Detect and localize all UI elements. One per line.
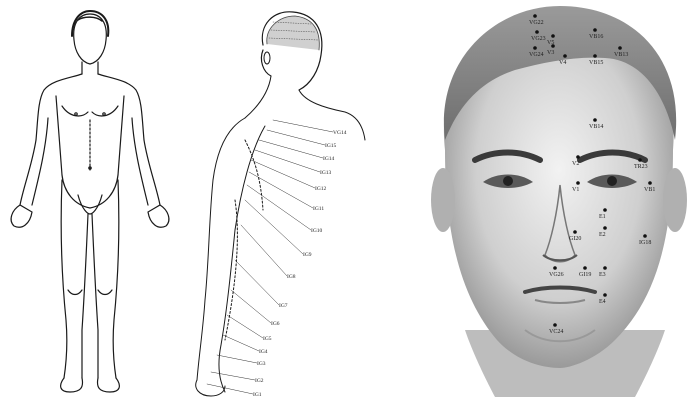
acupoint-marker	[535, 30, 539, 34]
front-body-figure	[0, 0, 175, 397]
acupoint-label: TR23	[634, 164, 648, 170]
arm-point-label: IG14	[323, 156, 335, 162]
acupoint-label: VG26	[549, 272, 564, 278]
acupoint-label: E3	[599, 272, 606, 278]
arm-point-label: IG12	[315, 186, 327, 192]
acupoint-label: GI19	[579, 272, 591, 278]
acupoint-label: VG23	[531, 36, 546, 42]
acupoint-marker	[593, 54, 597, 58]
acupoint-label: VG22	[529, 20, 544, 26]
acupoint-label: IG18	[639, 240, 651, 246]
acupoint-marker	[551, 34, 555, 38]
acupoint-label: V5	[547, 40, 554, 46]
acupoint-label: VB16	[589, 34, 603, 40]
acupoint-marker	[563, 54, 567, 58]
acupoint-marker	[533, 14, 537, 18]
acupoint-marker	[603, 226, 607, 230]
acupoint-marker	[643, 234, 647, 238]
acupoint-label: VG24	[529, 52, 544, 58]
acupoint-label: VB14	[589, 124, 603, 130]
acupoint-label: VC24	[549, 329, 563, 335]
acupoint-marker	[583, 266, 587, 270]
arm-point-label: IG7	[279, 303, 288, 309]
acupoint-marker	[603, 266, 607, 270]
acupoint-label: GI20	[569, 236, 581, 242]
acupoint-marker	[593, 118, 597, 122]
acupoint-marker	[603, 293, 607, 297]
acupoint-label: VB15	[589, 60, 603, 66]
arm-point-label: IG15	[325, 143, 337, 149]
acupoint-label: E1	[599, 214, 606, 220]
acupoint-marker	[593, 28, 597, 32]
acupoint-label: VB1	[644, 187, 655, 193]
arm-point-label: IG3	[257, 361, 266, 367]
arm-point-label: IG11	[313, 206, 324, 212]
acupoint-label: E2	[599, 232, 606, 238]
arm-point-label: IG9	[303, 252, 312, 258]
acupoint-label: VB13	[614, 52, 628, 58]
acupoint-marker	[603, 208, 607, 212]
acupoint-label: V1	[572, 187, 579, 193]
acupoint-marker	[648, 181, 652, 185]
acupoint-label: E4	[599, 299, 606, 305]
acupoint-marker	[638, 158, 642, 162]
acupoint-marker	[576, 181, 580, 185]
acupoint-marker	[576, 155, 580, 159]
arm-point-label: IG13	[320, 170, 332, 176]
arm-point-label: IG2	[255, 378, 264, 384]
arm-point-label: IG5	[263, 336, 272, 342]
arm-point-label: VG14	[333, 130, 347, 136]
arm-point-label: IG4	[259, 349, 268, 355]
acupoint-label: V3	[547, 50, 554, 56]
acupoint-marker	[618, 46, 622, 50]
acupoint-marker	[553, 266, 557, 270]
acupoint-label: V4	[559, 60, 566, 66]
arm-point-label: IG6	[271, 321, 280, 327]
acupoint-marker	[533, 46, 537, 50]
acupoint-label: V2	[572, 161, 579, 167]
arm-point-label: IG8	[287, 274, 296, 280]
acupoint-marker	[553, 323, 557, 327]
arm-point-label: IG1	[253, 392, 262, 397]
arm-point-label: IG10	[311, 228, 323, 234]
acupoint-marker	[573, 230, 577, 234]
